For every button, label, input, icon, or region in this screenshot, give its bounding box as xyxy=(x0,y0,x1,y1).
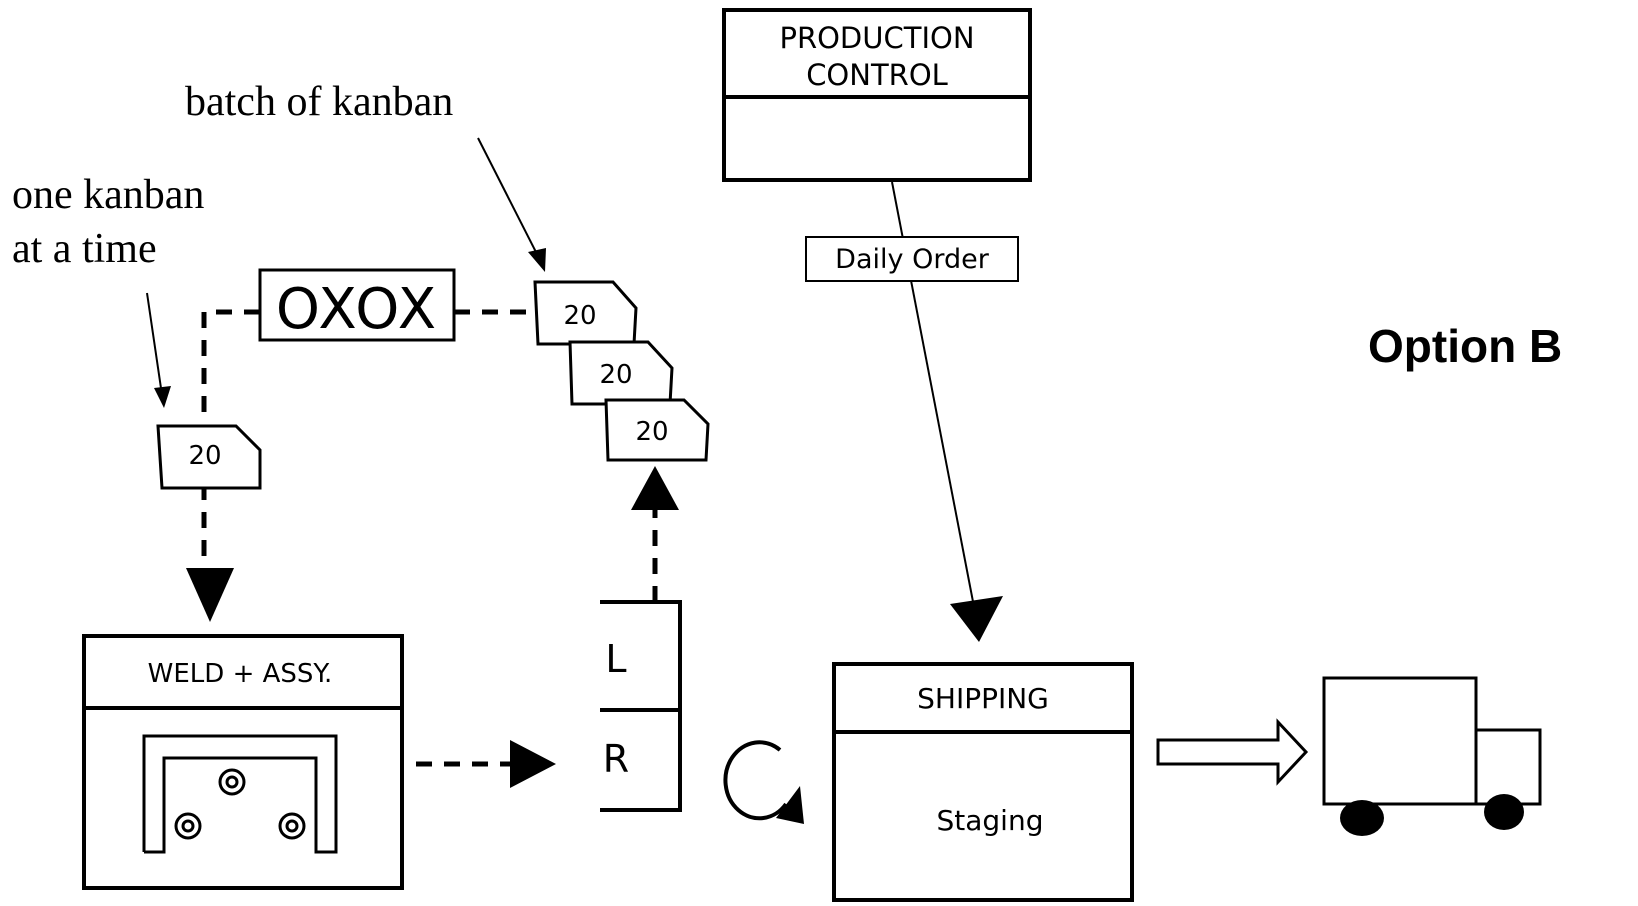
supermarket-left-label: L xyxy=(605,637,626,681)
batch-kanban-quantity-2: 20 xyxy=(599,360,632,390)
production-control-label-line1: PRODUCTION xyxy=(779,21,974,55)
supermarket-right-label: R xyxy=(603,737,629,781)
truck-icon xyxy=(1324,678,1540,836)
single-kanban-quantity: 20 xyxy=(188,441,221,471)
annotation-pointer-one xyxy=(147,293,171,408)
annotation-pointer-batch xyxy=(478,138,546,272)
kanban-arrow-down xyxy=(186,568,234,622)
shipment-arrow xyxy=(1158,722,1306,782)
shipping-content: Staging xyxy=(937,804,1044,837)
annotation-one-kanban: one kanban xyxy=(12,172,204,218)
batch-kanban-quantity-3: 20 xyxy=(635,417,668,447)
production-control-label-line2: CONTROL xyxy=(806,58,948,92)
push-arrow-to-supermarket xyxy=(510,740,556,788)
withdrawal-circular-arrow-icon xyxy=(725,742,804,824)
kanban-arrow-up xyxy=(631,466,679,510)
load-leveling-label: OXOX xyxy=(276,277,438,342)
batch-kanban-quantity-1: 20 xyxy=(563,301,596,331)
shipping-label: SHIPPING xyxy=(917,682,1049,715)
option-title: Option B xyxy=(1368,320,1562,372)
weld-assy-label: WELD + ASSY. xyxy=(148,659,333,689)
annotation-at-a-time: at a time xyxy=(12,226,157,272)
daily-order-label: Daily Order xyxy=(835,244,990,275)
annotation-batch-of-kanban: batch of kanban xyxy=(185,79,453,125)
